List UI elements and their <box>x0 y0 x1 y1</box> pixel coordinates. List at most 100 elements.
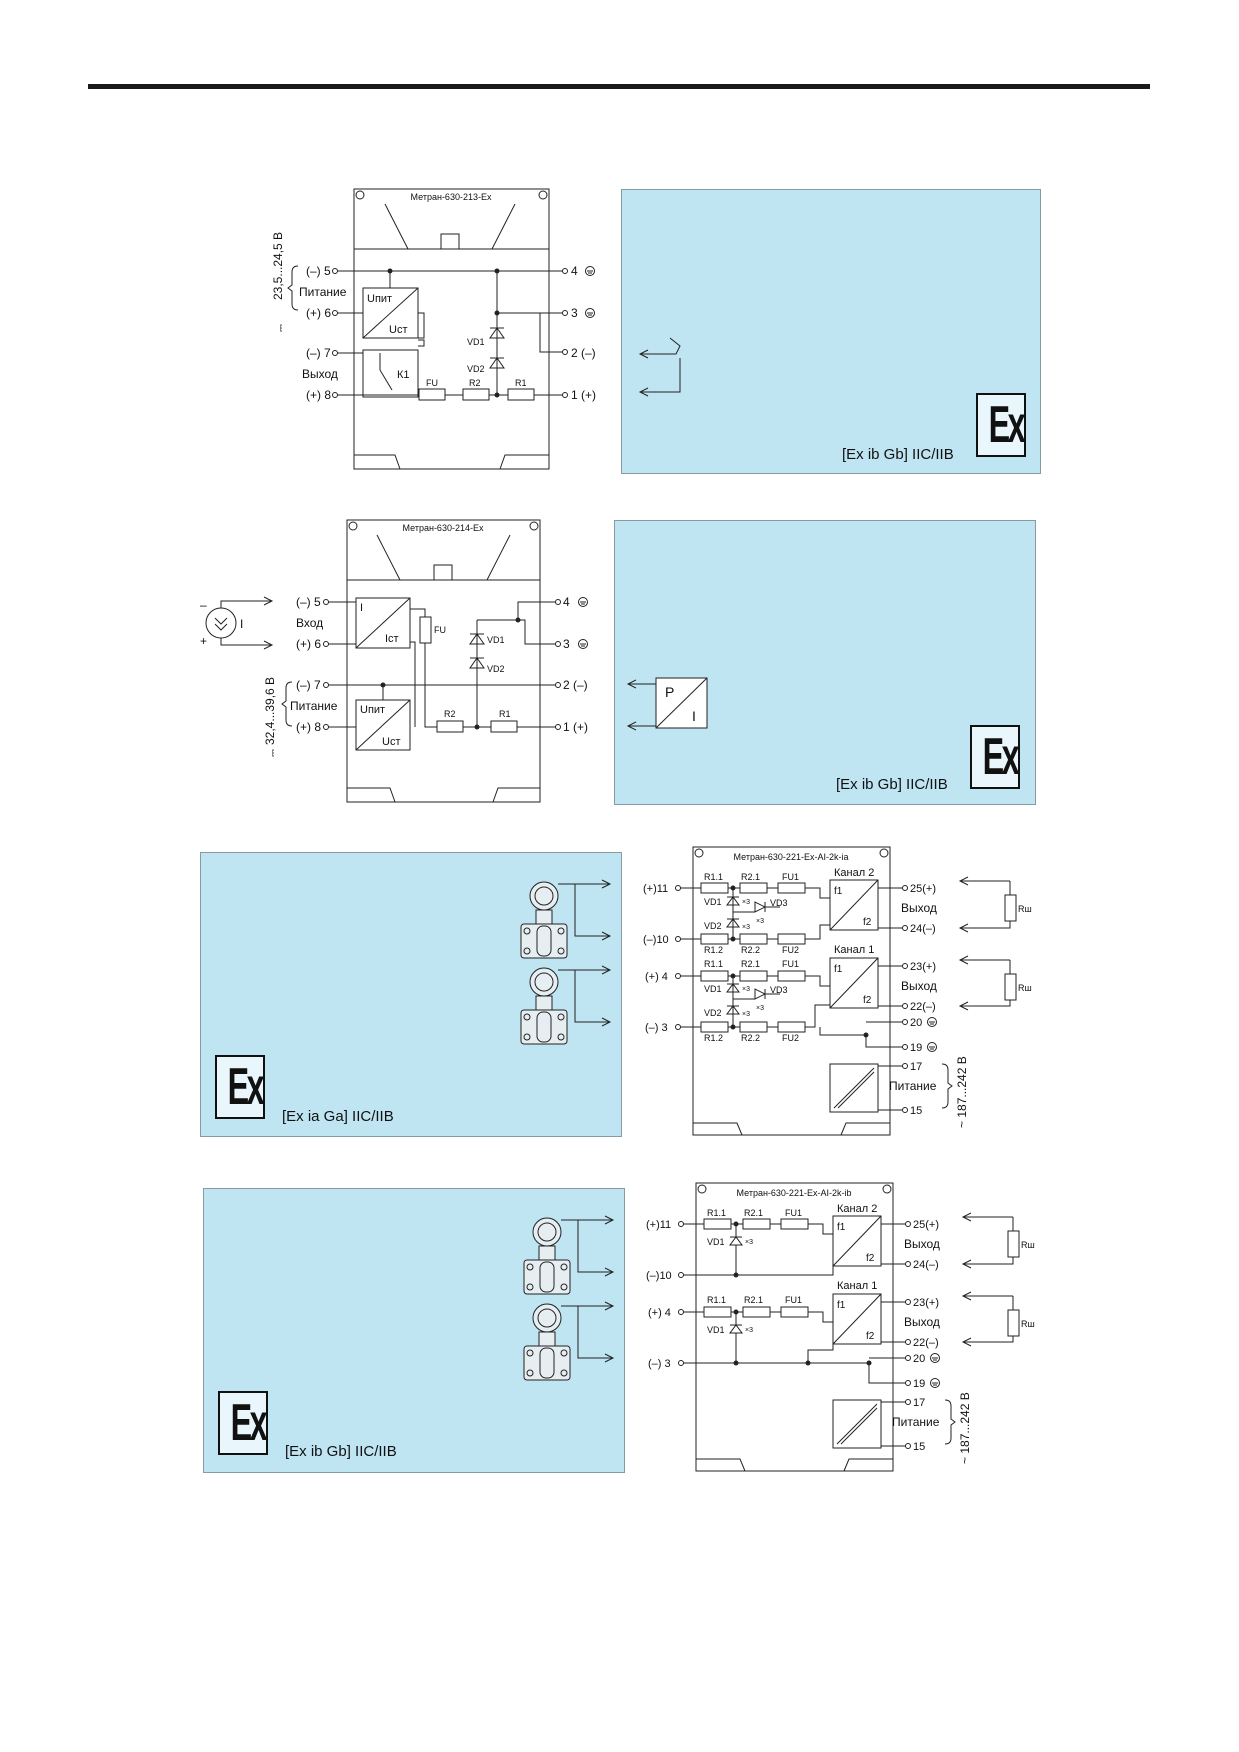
terminal-11: (+)11 <box>646 1219 671 1231</box>
terminal-15: 15 <box>910 1105 922 1117</box>
channel-1-label: Канал 1 <box>834 944 874 956</box>
supply-label: Питание <box>299 285 347 299</box>
source-i: I <box>240 617 243 631</box>
bracket <box>941 1063 953 1109</box>
vd2-label: VD2 <box>704 1008 722 1018</box>
r1-2-label: R1.2 <box>704 1033 723 1043</box>
terminal-25: 25(+) <box>913 1219 939 1231</box>
r1-2-label: R1.2 <box>704 945 723 955</box>
r1-1-label: R1.1 <box>707 1295 726 1305</box>
terminal-1: 1 (+) <box>571 388 596 402</box>
r1-1-label: R1.1 <box>704 872 723 882</box>
terminal-19: 19 <box>910 1042 922 1054</box>
x3-label: ×3 <box>756 1005 764 1012</box>
terminal-5: (–) 5 <box>306 264 331 278</box>
dc-mark: ⎓ <box>276 324 287 332</box>
x3-label: ×3 <box>756 918 764 925</box>
bracket <box>287 265 299 311</box>
shunt-resistor-ch2 <box>958 876 1017 933</box>
switch-contact-icon <box>638 337 681 397</box>
vd3-label: VD3 <box>770 985 788 995</box>
terminal-17: 17 <box>913 1397 925 1409</box>
terminal-19: 19 <box>913 1378 925 1390</box>
r1-label: R1 <box>499 709 511 719</box>
p-label: P <box>665 684 674 700</box>
pressure-transducer-icon <box>626 677 708 731</box>
terminal-10: (–)10 <box>646 1270 672 1282</box>
vd1-label: VD1 <box>487 635 505 645</box>
rsh-label: Rш <box>1021 1240 1035 1250</box>
protection-class-213: [Ex ib Gb] IIC/IIB <box>842 446 954 463</box>
terminal-3: 3 <box>571 306 578 320</box>
r2-1-label: R2.1 <box>741 872 760 882</box>
terminal-4: 4 <box>571 264 578 278</box>
terminal-24: 24(–) <box>910 923 936 935</box>
output-label: Выход <box>904 1237 940 1251</box>
vd2-label: VD2 <box>704 921 722 931</box>
r1-label: R1 <box>515 378 527 388</box>
current-source-icon <box>205 596 274 650</box>
r1-1-label: R1.1 <box>704 959 723 969</box>
terminal-4: (+) 4 <box>648 1307 671 1319</box>
r2-label: R2 <box>444 709 456 719</box>
fu1-label: FU1 <box>782 959 799 969</box>
f2-label: f2 <box>866 1253 875 1264</box>
dc-mark: ⎓ <box>268 749 279 757</box>
fu-label: FU <box>434 625 446 635</box>
module-title: Метран-630-214-Ex <box>403 523 484 533</box>
f2-label: f2 <box>863 917 872 928</box>
f2-label: f2 <box>863 995 872 1006</box>
terminal-15: 15 <box>913 1441 925 1453</box>
ground-icon <box>930 1353 940 1363</box>
ust-label: Uст <box>382 736 400 748</box>
terminal-22: 22(–) <box>913 1337 939 1349</box>
terminal-20: 20 <box>913 1353 925 1365</box>
fu2-label: FU2 <box>782 1033 799 1043</box>
vd1-label: VD1 <box>704 984 722 994</box>
k1-label: К1 <box>397 369 410 381</box>
f1-label: f1 <box>837 1300 846 1311</box>
output-label: Выход <box>901 979 937 993</box>
fu1-label: FU1 <box>785 1295 802 1305</box>
terminal-2: 2 (–) <box>563 678 588 692</box>
terminal-3: (–) 3 <box>648 1358 671 1370</box>
supply-label: Питание <box>290 699 338 713</box>
x3-label: ×3 <box>742 899 750 906</box>
ex-protection-mark-icon: Ex <box>215 1055 265 1119</box>
source-minus: – <box>200 598 207 612</box>
terminal-23: 23(+) <box>910 961 936 973</box>
fu-label: FU <box>426 378 438 388</box>
rsh-label: Rш <box>1018 904 1032 914</box>
terminal-10: (–)10 <box>643 934 669 946</box>
f1-label: f1 <box>834 964 843 975</box>
x3-label: ×3 <box>745 1239 753 1246</box>
fu1-label: FU1 <box>785 1208 802 1218</box>
terminal-7: (–) 7 <box>306 346 331 360</box>
r2-2-label: R2.2 <box>741 1033 760 1043</box>
channel-2-label: Канал 2 <box>834 867 874 879</box>
relay-k1 <box>362 349 419 398</box>
ground-icon <box>578 597 588 607</box>
vd1-label: VD1 <box>467 337 485 347</box>
pi-label: I <box>692 708 696 724</box>
shunt-resistor-ch1 <box>958 955 1017 1011</box>
vd3-label: VD3 <box>770 898 788 908</box>
terminal-2: 2 (–) <box>571 346 596 360</box>
shunt-resistor-ch2 <box>961 1212 1020 1269</box>
ist-label: Iст <box>385 633 399 645</box>
terminal-24: 24(–) <box>913 1259 939 1271</box>
header-rule <box>88 84 1150 89</box>
module-title: Метран-630-221-Ex-AI-2k-ia <box>734 852 849 862</box>
supply-range-label: 32,4...39,6 В <box>263 677 277 745</box>
terminal-1: 1 (+) <box>563 720 588 734</box>
rsh-label: Rш <box>1018 983 1032 993</box>
ground-icon <box>585 308 595 318</box>
x3-label: ×3 <box>742 986 750 993</box>
ground-icon <box>578 639 588 649</box>
ust-label: Uст <box>389 324 407 336</box>
ground-icon <box>927 1042 937 1052</box>
rsh-label: Rш <box>1021 1319 1035 1329</box>
f1-label: f1 <box>834 886 843 897</box>
